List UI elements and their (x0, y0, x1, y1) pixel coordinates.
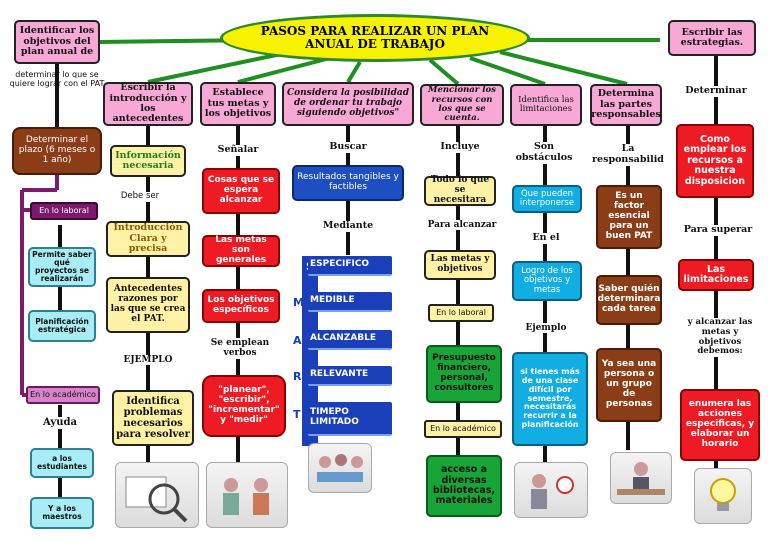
col5-incluye: Incluye (432, 141, 488, 153)
col5-para-alcanzar: Para alcanzar (420, 220, 504, 231)
col2-illustration-image (115, 462, 199, 528)
col8-alcanzar: y alcanzar las metas y objetivos debemos… (680, 317, 760, 358)
col3-illustration-image (206, 462, 288, 528)
col6-illustration-image (514, 462, 588, 518)
col7-illustration-image (610, 452, 672, 504)
smart-letter-t: T (293, 408, 301, 421)
smart-word-t: TIMEPO LIMITADO (308, 402, 392, 436)
col7-factor: Es un factor esencial para un buen PAT (596, 185, 662, 249)
col5-metas: Las metas y objetivos (424, 250, 496, 280)
col3-cosas: Cosas que se espera alcanzar (202, 168, 280, 214)
col1-maestros: Y a los maestros (30, 497, 94, 529)
col8-header: Escribir las estrategias. (668, 20, 756, 56)
col3-senalar: Señalar (210, 144, 266, 156)
col8-limitaciones: Las limitaciones (678, 259, 754, 291)
col5-presupuesto: Presupuesto financiero, personal, consul… (426, 345, 502, 403)
col2-header: Escribir la introducción y los anteceden… (103, 82, 193, 126)
col8-como-emplear: Como emplear los recursos a nuestra disp… (676, 124, 754, 198)
col1-laboral: En lo laboral (30, 202, 98, 220)
col1-ayuda: Ayuda (30, 417, 90, 429)
col7-responsabilidad: La responsabilid (590, 143, 666, 166)
smart-word-a: ALCANZABLE (308, 330, 392, 350)
col8-illustration-image (694, 468, 752, 524)
col1-estudiantes: a los estudiantes (30, 448, 94, 478)
team-meeting-icon (317, 454, 363, 482)
col4-mediante: Mediante (318, 220, 378, 232)
workers-icon (223, 478, 269, 515)
col7-header: Determina las partes responsables (590, 84, 662, 126)
col5-todo: Todo lo que se necesitara (424, 175, 496, 206)
col1-academico: En lo académico (26, 386, 100, 404)
col6-ejemplo: Ejemplo (518, 323, 574, 334)
col7-persona: Ya sea una persona o un grupo de persona… (596, 348, 662, 422)
col1-planificacion: Planificación estratégica (28, 310, 96, 342)
col1-plazo: Determinar el plazo (6 meses o 1 año) (12, 127, 102, 175)
smart-letter-r: R (293, 370, 302, 383)
col5-header: Mencionar los recursos con los que se cu… (420, 84, 504, 126)
magnifier-chart-icon (125, 476, 188, 523)
col3-verbos: Se emplean verbos (206, 338, 274, 359)
col8-determinar: Determinar (678, 85, 754, 97)
col6-header: Identifica las limitaciones (510, 84, 582, 126)
col8-enumera: enumera las acciones especificas, y elab… (680, 389, 760, 461)
idea-bulb-icon (710, 478, 736, 511)
col2-introduccion: Introducción Clara y precisa (106, 221, 190, 257)
student-icon (531, 474, 574, 509)
col1-text-determinar: determinar lo que se quiere lograr con e… (9, 70, 105, 89)
page-title: PASOS PARA REALIZAR UN PLAN ANUAL DE TRA… (260, 23, 490, 51)
col6-obstaculos: Son obstáculos (512, 141, 576, 164)
col2-debe-ser: Debe ser (110, 191, 170, 202)
smart-word-s: ESPECIFICO (308, 256, 392, 276)
col4-resultados: Resultados tangibles y factibles (292, 165, 404, 201)
smart-word-r: RELEVANTE (308, 366, 392, 386)
col4-buscar: Buscar (320, 141, 376, 153)
col2-informacion: Información necesaria (110, 145, 186, 177)
col3-header: Establece tus metas y los objetivos (200, 82, 276, 126)
smart-letter-m: M (293, 296, 304, 309)
office-desk-icon (617, 462, 665, 495)
col5-acceso: acceso a diversas bibliotecas, materiale… (426, 455, 502, 517)
col2-antecedentes: Antecedentes razones por las que se crea… (106, 277, 190, 333)
col3-objetivos: Los objetivos específicos (202, 289, 280, 323)
title-ellipse: PASOS PARA REALIZAR UN PLAN ANUAL DE TRA… (220, 14, 530, 62)
smart-word-m: MEDIBLE (308, 292, 392, 312)
col6-ejemplo-text: si tienes más de una clase difícil por s… (512, 352, 588, 446)
col3-verbos-list: "planear", "escribir", "incrementar" y "… (202, 375, 286, 437)
col5-laboral: En lo laboral (428, 304, 494, 322)
col6-interponerse: Que pueden interponerse (512, 185, 582, 213)
col1-permite-saber: Permite saber qué proyectos se realizará… (28, 247, 96, 287)
col1-header: Identificar los objetivos del plan anual… (14, 20, 100, 64)
col8-para-superar: Para superar (680, 224, 756, 236)
col3-metas: Las metas son generales (202, 235, 280, 267)
col6-logro: Logro de los objetivos y metas (512, 261, 582, 301)
col2-ejemplo: EJEMPLO (118, 355, 178, 366)
col5-academico: En lo académico (424, 420, 502, 438)
col4-illustration-image (308, 443, 372, 493)
col7-saber: Saber quién determinara cada tarea (596, 275, 662, 325)
smart-letter-a: A (293, 334, 302, 347)
col4-header: Considera la posibilidad de ordenar tu t… (282, 82, 414, 126)
col2-identifica: Identifica problemas necesarios para res… (112, 390, 194, 446)
col6-en-el: En el (526, 232, 566, 244)
